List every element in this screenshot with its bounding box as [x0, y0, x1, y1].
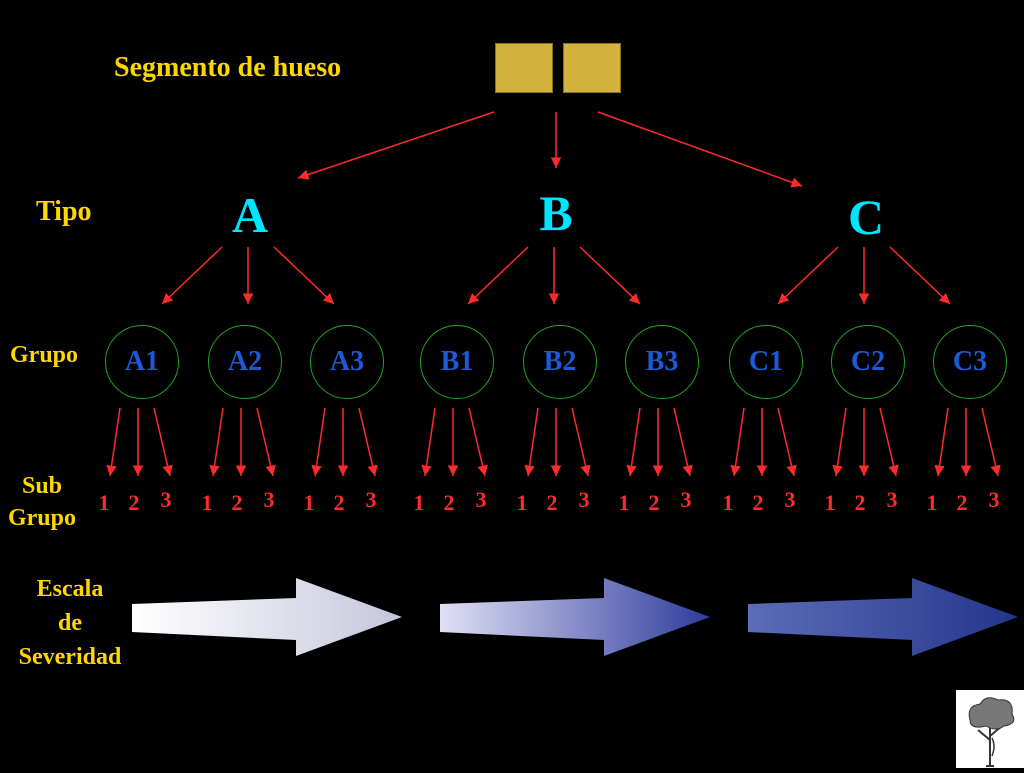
subgroup-c1-2: 2: [752, 490, 764, 515]
arrow-type-0-group-0: [161, 246, 223, 305]
group-c1: C1: [729, 325, 803, 399]
bone-segment-label: Segmento de hueso: [114, 52, 342, 83]
group-label: Grupo: [10, 342, 79, 368]
arrow-group-6-sub-0: [730, 407, 745, 477]
arrow-group-6-sub-2: [777, 407, 797, 477]
subgroup-c1-3: 3: [784, 487, 796, 512]
arrow-group-5-sub-0: [626, 407, 641, 477]
subgroup-label-line2: Grupo: [7, 505, 76, 531]
subgroup-a1-3: 3: [160, 487, 172, 512]
severity-scale-label: Escala de Severidad: [6, 572, 134, 674]
severity-arrow-2: [440, 578, 710, 656]
type-c: C: [847, 189, 885, 245]
subgroup-c2-1: 1: [824, 490, 836, 515]
arrow-type-1-group-2: [579, 246, 641, 305]
subgroup-b2-2: 2: [546, 490, 558, 515]
severity-arrow-1: [132, 578, 402, 656]
subgroup-c3-1: 1: [926, 490, 938, 515]
group-b1: B1: [420, 325, 494, 399]
subgroup-c2-3: 3: [886, 487, 898, 512]
group-a2: A2: [208, 325, 282, 399]
subgroup-a3-3: 3: [365, 487, 377, 512]
subgroup-b3-3: 3: [680, 487, 692, 512]
tree-icon: [968, 697, 1015, 767]
tree-logo: [956, 690, 1024, 768]
arrow-group-1-sub-2: [256, 407, 276, 477]
subgroup-a3-2: 2: [333, 490, 345, 515]
arrow-group-7-sub-0: [832, 407, 847, 477]
group-a1: A1: [105, 325, 179, 399]
arrow-group-2-sub-2: [358, 407, 378, 477]
group-a3: A3: [310, 325, 384, 399]
arrow-type-2-group-0: [777, 246, 839, 305]
arrow-group-8-sub-0: [934, 407, 949, 477]
severity-arrow-3: [748, 578, 1018, 656]
arrow-group-0-sub-0: [106, 407, 121, 477]
subgroup-b1-1: 1: [413, 490, 425, 515]
arrow-type-1-group-0: [467, 246, 529, 305]
subgroup-c2-2: 2: [854, 490, 866, 515]
bone-segment-right: [563, 43, 621, 93]
subgroup-a2-2: 2: [231, 490, 243, 515]
arrow-group-0-sub-2: [153, 407, 173, 477]
subgroup-b3-2: 2: [648, 490, 660, 515]
subgroup-c3-3: 3: [988, 487, 1000, 512]
subgroup-label: Sub Grupo: [0, 470, 84, 534]
subgroup-b3-1: 1: [618, 490, 630, 515]
subgroup-a1-1: 1: [98, 490, 110, 515]
arrow-type-0-group-2: [273, 246, 335, 305]
subgroup-b2-1: 1: [516, 490, 528, 515]
subgroup-a1-2: 2: [128, 490, 140, 515]
arrow-group-8-sub-2: [981, 407, 1001, 477]
arrow-group-2-sub-0: [311, 407, 326, 477]
arrow-group-3-sub-2: [468, 407, 488, 477]
subgroup-a2-1: 1: [201, 490, 213, 515]
severity-label-line3: Severidad: [18, 644, 122, 670]
arrow-segment-to-a: [297, 111, 495, 180]
group-c3: C3: [933, 325, 1007, 399]
arrow-segment-to-c: [597, 111, 803, 188]
arrow-group-4-sub-2: [571, 407, 591, 477]
severity-label-line2: de: [58, 610, 82, 636]
subgroup-b1-2: 2: [443, 490, 455, 515]
arrow-group-7-sub-2: [879, 407, 899, 477]
subgroup-c1-1: 1: [722, 490, 734, 515]
severity-label-line1: Escala: [36, 576, 104, 602]
type-b: B: [539, 185, 573, 241]
type-label: Tipo: [36, 196, 92, 227]
subgroup-b2-3: 3: [578, 487, 590, 512]
arrow-group-3-sub-0: [421, 407, 436, 477]
arrow-type-2-group-2: [889, 246, 951, 305]
arrow-group-4-sub-0: [524, 407, 539, 477]
subgroup-b1-3: 3: [475, 487, 487, 512]
group-b3: B3: [625, 325, 699, 399]
group-c2: C2: [831, 325, 905, 399]
bone-segment-left: [495, 43, 553, 93]
subgroup-a2-3: 3: [263, 487, 275, 512]
subgroup-c3-2: 2: [956, 490, 968, 515]
arrow-group-1-sub-0: [209, 407, 224, 477]
group-b2: B2: [523, 325, 597, 399]
type-a: A: [231, 187, 269, 243]
arrow-group-5-sub-2: [673, 407, 693, 477]
subgroup-a3-1: 1: [303, 490, 315, 515]
subgroup-label-line1: Sub: [21, 473, 63, 499]
